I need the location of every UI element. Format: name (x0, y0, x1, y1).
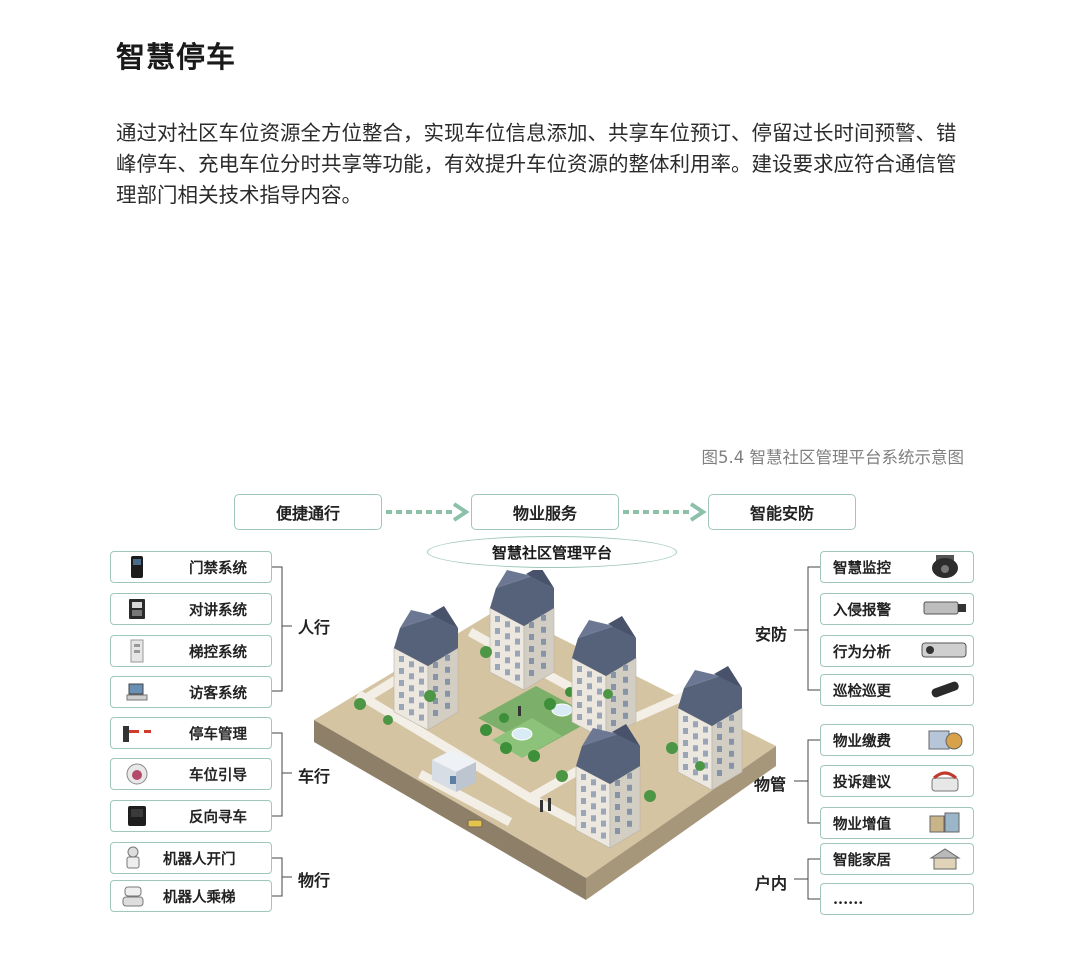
smart-home-icon (917, 844, 973, 874)
access-panel-icon (111, 552, 163, 582)
visitor-kiosk-icon (111, 677, 163, 707)
box-camera-icon (917, 636, 973, 666)
platform-ellipse: 智慧社区管理平台 (427, 536, 677, 568)
bullet-camera-icon (917, 594, 973, 624)
group-label-goods: 物行 (298, 871, 331, 890)
group-label-property: 物管 (754, 775, 787, 794)
left-item-visitor: 访客系统 (110, 676, 272, 708)
body-paragraph: 通过对社区车位资源全方位整合，实现车位信息添加、共享车位预订、停留过长时间预警、… (116, 121, 957, 207)
group-label-pedestrian: 人行 (298, 618, 331, 637)
right-item-value-added: 物业增值 (820, 807, 974, 839)
elevator-panel-icon (111, 636, 163, 666)
right-item-complaints: 投诉建议 (820, 765, 974, 797)
figure-caption: 图5.4 智慧社区管理平台系统示意图 (701, 448, 965, 467)
right-item-smart-monitoring: 智慧监控 (820, 551, 974, 583)
right-item-property-payment: 物业缴费 (820, 724, 974, 756)
left-item-parking-management: 停车管理 (110, 717, 272, 749)
apartment-building (575, 724, 641, 849)
right-item-more: ...... (820, 883, 974, 915)
dashed-arrow-icon (623, 502, 707, 522)
right-item-intrusion-alarm: 入侵报警 (820, 593, 974, 625)
left-item-reverse-car-search: 反向寻车 (110, 800, 272, 832)
flow-box-smart-security: 智能安防 (708, 494, 856, 530)
apartment-building (393, 606, 459, 731)
dome-camera-icon (917, 552, 973, 582)
apartment-building (571, 616, 637, 741)
apartment-building (489, 570, 555, 691)
left-item-elevator-control: 梯控系统 (110, 635, 272, 667)
dashed-arrow-icon (386, 502, 470, 522)
community-illustration (314, 570, 776, 900)
left-item-robot-door: 机器人开门 (110, 842, 272, 874)
dome-camera-icon (111, 759, 163, 789)
robot-icon (111, 881, 155, 911)
right-item-patrol: 巡检巡更 (820, 674, 974, 706)
apartment-building (677, 666, 743, 791)
patrol-stick-icon (917, 675, 973, 705)
flow-box-property-service: 物业服务 (471, 494, 619, 530)
flow-box-convenient-access: 便捷通行 (234, 494, 382, 530)
telephone-icon (917, 766, 973, 796)
payment-icon (917, 725, 973, 755)
right-item-smart-home: 智能家居 (820, 843, 974, 875)
left-item-access-control: 门禁系统 (110, 551, 272, 583)
left-item-parking-guidance: 车位引导 (110, 758, 272, 790)
group-label-indoor: 户内 (755, 874, 788, 893)
left-item-intercom: 对讲系统 (110, 593, 272, 625)
search-terminal-icon (111, 801, 163, 831)
robot-icon (111, 843, 155, 873)
group-label-security: 安防 (755, 625, 788, 644)
parking-barrier-icon (111, 718, 163, 748)
page-title: 智慧停车 (116, 40, 237, 74)
value-added-service-icon (917, 808, 973, 838)
intercom-icon (111, 594, 163, 624)
left-item-robot-elevator: 机器人乘梯 (110, 880, 272, 912)
group-label-vehicle: 车行 (298, 767, 331, 786)
right-item-behavior-analysis: 行为分析 (820, 635, 974, 667)
